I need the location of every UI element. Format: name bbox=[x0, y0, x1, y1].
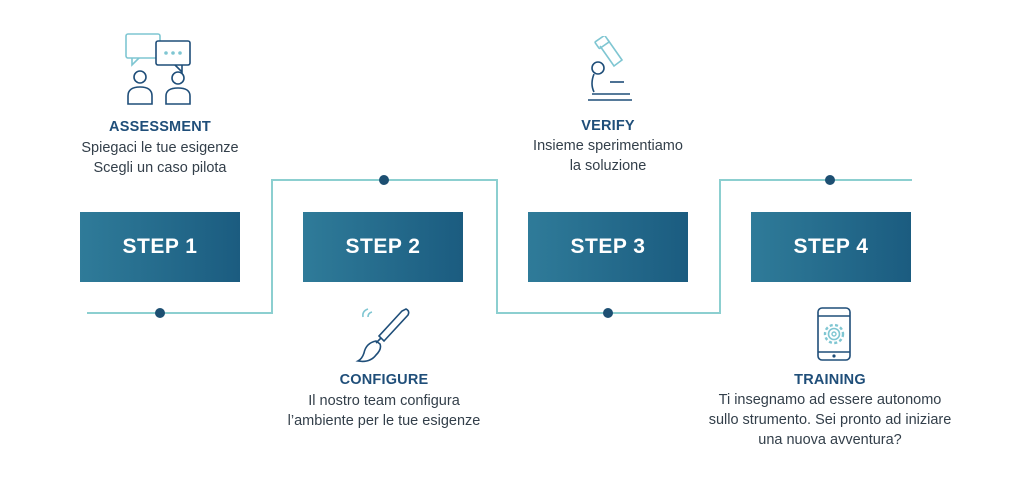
step-2-description-line-2: l’ambiente per le tue esigenze bbox=[287, 413, 481, 429]
step-3-description-line-1: Insieme sperimentiamo bbox=[533, 138, 683, 154]
step-3-description: Insieme sperimentiamo la soluzione bbox=[488, 136, 728, 176]
step-1-description: Spiegaci le tue esigenze Scegli un caso … bbox=[40, 138, 280, 178]
step-2-label: STEP 2 bbox=[345, 235, 421, 258]
step-4-title: TRAINING bbox=[794, 372, 866, 388]
timeline-dot-3 bbox=[603, 308, 613, 318]
step-1-box: STEP 1 bbox=[80, 212, 240, 282]
step-1-label: STEP 1 bbox=[122, 235, 198, 258]
step-3-label: STEP 3 bbox=[570, 235, 646, 258]
step-2-box: STEP 2 bbox=[303, 212, 463, 282]
step-3-title: VERIFY bbox=[581, 118, 635, 134]
step-4-description-line-2: sullo strumento. Sei pronto ad iniziare bbox=[708, 412, 952, 428]
timeline-dot-2 bbox=[379, 175, 389, 185]
timeline-line bbox=[87, 179, 912, 314]
step-1-description-line-2: Scegli un caso pilota bbox=[93, 160, 227, 176]
step-3-box: STEP 3 bbox=[528, 212, 688, 282]
step-4-description-line-3: una nuova avventura? bbox=[758, 432, 902, 448]
step-1-title: ASSESSMENT bbox=[109, 119, 211, 135]
step-4-label: STEP 4 bbox=[793, 235, 869, 258]
timeline-dot-1 bbox=[155, 308, 165, 318]
step-2-description-line-1: Il nostro team configura bbox=[308, 393, 460, 409]
step-4-description-line-1: Ti insegnamo ad essere autonomo bbox=[718, 392, 942, 408]
timeline-dot-4 bbox=[825, 175, 835, 185]
people-chat-icon bbox=[125, 33, 191, 105]
step-2-title: CONFIGURE bbox=[339, 372, 429, 388]
microscope-icon bbox=[588, 36, 632, 101]
step-4-box: STEP 4 bbox=[751, 212, 911, 282]
paintbrush-icon bbox=[355, 308, 410, 363]
step-4-description: Ti insegnamo ad essere autonomo sullo st… bbox=[670, 390, 990, 450]
step-2-description: Il nostro team configura l’ambiente per … bbox=[244, 391, 524, 431]
step-3-description-line-2: la soluzione bbox=[569, 158, 647, 174]
step-1-description-line-1: Spiegaci le tue esigenze bbox=[81, 140, 239, 156]
mobile-settings-icon bbox=[817, 307, 851, 361]
